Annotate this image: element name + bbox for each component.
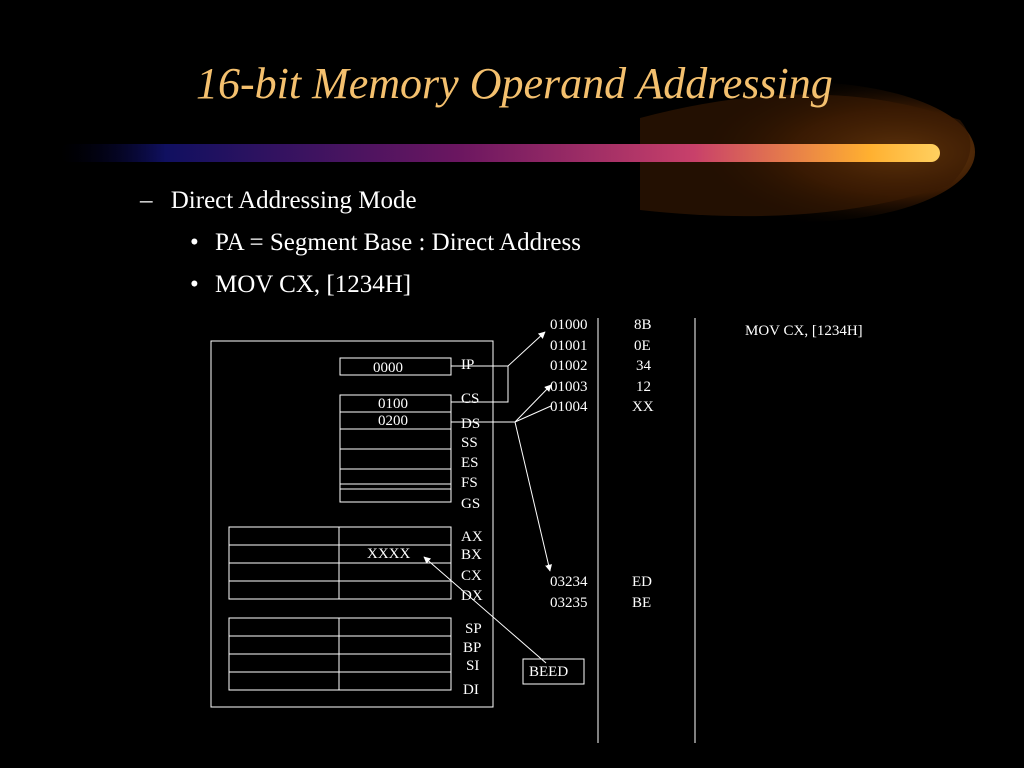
cpu-register-file (210, 340, 494, 708)
dx-label: DX (461, 588, 483, 604)
dot-marker: • (190, 271, 199, 298)
dot-marker: • (190, 229, 199, 256)
bp-label: BP (463, 640, 481, 656)
ax-label: AX (461, 529, 483, 545)
bullet-text: Direct Addressing Mode (170, 187, 417, 214)
ds-label: DS (461, 416, 480, 432)
mem-value: ED (632, 574, 652, 590)
bullet-pa-formula: • PA = Segment Base : Direct Address (190, 229, 581, 257)
bullet-mov-instruction: • MOV CX, [1234H] (190, 271, 411, 299)
mem-address: 03235 (550, 595, 588, 611)
mem-address: 03234 (550, 574, 588, 590)
mem-value: 12 (636, 379, 651, 395)
gs-register-box (339, 483, 452, 503)
ss-label: SS (461, 435, 478, 451)
result-box (522, 658, 585, 685)
gs-label: GS (461, 496, 480, 512)
slide-title: 16-bit Memory Operand Addressing (196, 59, 833, 108)
mem-value: 8B (634, 317, 652, 333)
ds-value: 0200 (378, 413, 408, 429)
bullet-text: PA = Segment Base : Direct Address (215, 229, 581, 256)
mem-value: 0E (634, 338, 651, 354)
cx-register-value: XXXX (367, 546, 410, 562)
mem-address: 01002 (550, 358, 588, 374)
fs-register-box (339, 468, 452, 490)
di-label: DI (463, 682, 479, 698)
mem-address: 01000 (550, 317, 588, 333)
cs-label: CS (461, 391, 479, 407)
result-value: BEED (529, 664, 568, 680)
es-label: ES (461, 455, 479, 471)
ss-register-box (339, 428, 452, 450)
mem-address: 01003 (550, 379, 588, 395)
mem-address: 01004 (550, 399, 588, 415)
bullet-text: MOV CX, [1234H] (215, 271, 412, 298)
si-label: SI (466, 658, 479, 674)
address-lines (423, 331, 552, 664)
ip-label: IP (461, 357, 474, 373)
es-register-box (339, 448, 452, 470)
bullet-direct-addressing: – Direct Addressing Mode (140, 187, 417, 215)
fs-label: FS (461, 475, 478, 491)
cs-value: 0100 (378, 396, 408, 412)
dash-marker: – (140, 187, 153, 214)
sp-label: SP (465, 621, 482, 637)
mem-address: 01001 (550, 338, 588, 354)
mem-value: XX (632, 399, 654, 415)
instruction-label: MOV CX, [1234H] (745, 323, 863, 339)
ip-value: 0000 (373, 360, 403, 376)
mem-value: BE (632, 595, 651, 611)
mem-value: 34 (636, 358, 652, 374)
cx-label: CX (461, 568, 482, 584)
bx-label: BX (461, 547, 482, 563)
